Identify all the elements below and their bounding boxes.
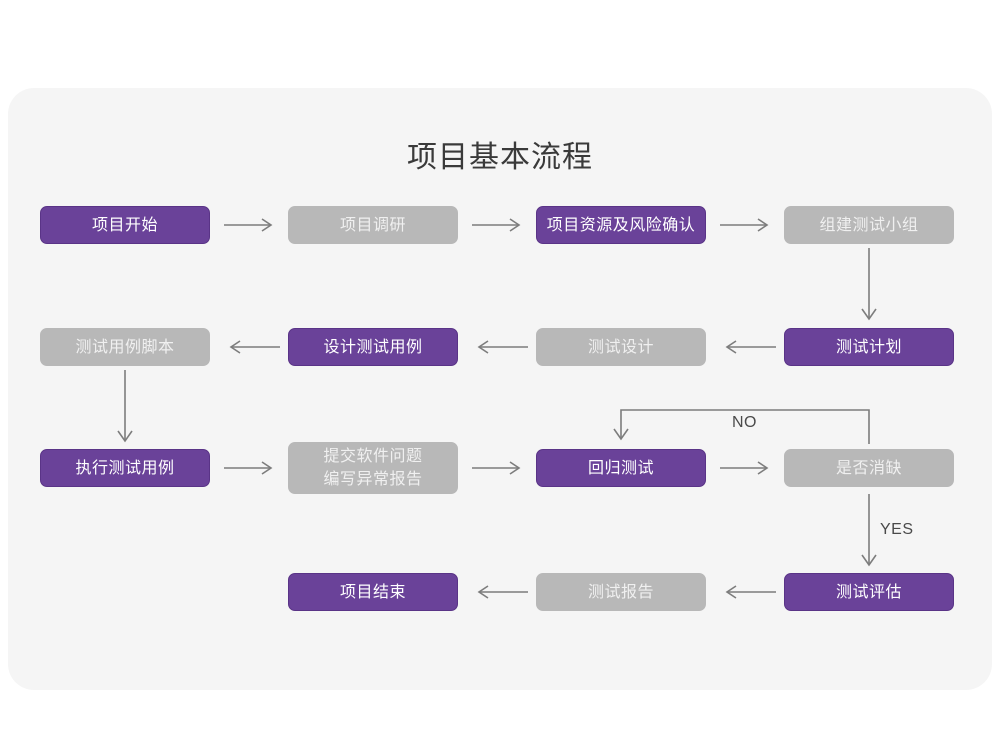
node-resource-risk-confirm[interactable]: 项目资源及风险确认 <box>536 206 706 244</box>
node-submit-defect-report[interactable]: 提交软件问题 编写异常报告 <box>288 442 458 494</box>
page-title: 项目基本流程 <box>407 141 593 174</box>
edge-n1-n2 <box>224 218 273 232</box>
edge-label-yes: YES <box>880 521 914 538</box>
edge-label-no: NO <box>732 414 757 431</box>
node-test-plan[interactable]: 测试计划 <box>784 328 954 366</box>
edge-n14-n13 <box>477 585 528 599</box>
node-test-design[interactable]: 测试设计 <box>536 328 706 366</box>
edge-n6-n5 <box>229 340 280 354</box>
edge-n11-n12 <box>720 461 769 475</box>
node-regression-test[interactable]: 回归测试 <box>536 449 706 487</box>
edge-n2-n3 <box>472 218 521 232</box>
edge-yes <box>861 494 877 567</box>
node-project-research[interactable]: 项目调研 <box>288 206 458 244</box>
node-project-start[interactable]: 项目开始 <box>40 206 210 244</box>
edge-n8-n7 <box>725 340 776 354</box>
edge-n10-n11 <box>472 461 521 475</box>
node-test-case-script[interactable]: 测试用例脚本 <box>40 328 210 366</box>
node-test-evaluation[interactable]: 测试评估 <box>784 573 954 611</box>
node-execute-test-case[interactable]: 执行测试用例 <box>40 449 210 487</box>
edge-n5-n9 <box>117 370 133 443</box>
node-defect-resolved-decision[interactable]: 是否消缺 <box>784 449 954 487</box>
node-design-test-case[interactable]: 设计测试用例 <box>288 328 458 366</box>
edge-n7-n6 <box>477 340 528 354</box>
edge-n3-n4 <box>720 218 769 232</box>
edge-n9-n10 <box>224 461 273 475</box>
node-project-end[interactable]: 项目结束 <box>288 573 458 611</box>
edge-n4-n8 <box>861 248 877 321</box>
node-form-test-team[interactable]: 组建测试小组 <box>784 206 954 244</box>
node-test-report[interactable]: 测试报告 <box>536 573 706 611</box>
edge-n15-n14 <box>725 585 776 599</box>
